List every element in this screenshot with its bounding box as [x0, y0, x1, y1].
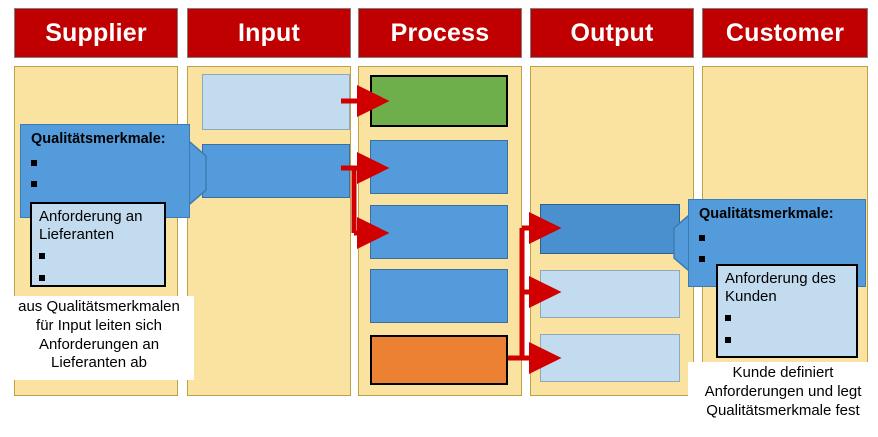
supplier-requirement-text: Anforderung an Lieferanten — [39, 208, 143, 243]
input-box-1[interactable] — [202, 74, 350, 130]
customer-callout-title: Qualitätsmerkmale: — [699, 206, 834, 222]
customer-requirement-box[interactable]: Anforderung des Kunden — [716, 264, 858, 358]
column-header-output-label: Output — [570, 18, 654, 47]
customer-requirement-bullets — [725, 309, 850, 353]
customer-callout-bullets — [699, 229, 857, 271]
supplier-requirement-bullet-1 — [39, 247, 158, 269]
customer-requirement-text: Anforderung des Kunden — [725, 270, 836, 305]
output-box-1[interactable] — [540, 204, 680, 254]
process-box-1[interactable] — [370, 75, 508, 127]
column-header-output[interactable]: Output — [530, 8, 694, 58]
column-header-process-label: Process — [390, 18, 490, 47]
column-header-supplier-label: Supplier — [45, 18, 147, 47]
supplier-callout-bullets — [31, 154, 181, 196]
column-header-customer-label: Customer — [725, 18, 845, 47]
customer-note: Kunde definiert Anforderungen und legt Q… — [688, 362, 878, 432]
supplier-callout-title: Qualitätsmerkmale: — [31, 131, 166, 147]
column-header-supplier[interactable]: Supplier — [14, 8, 178, 58]
column-header-input[interactable]: Input — [187, 8, 351, 58]
supplier-requirement-box[interactable]: Anforderung an Lieferanten — [30, 202, 166, 287]
process-box-2[interactable] — [370, 140, 508, 194]
customer-requirement-bullet-1 — [725, 309, 850, 331]
process-box-4[interactable] — [370, 269, 508, 323]
input-box-2[interactable] — [202, 144, 350, 198]
process-box-3[interactable] — [370, 205, 508, 259]
output-box-2[interactable] — [540, 270, 680, 318]
supplier-requirement-bullet-2 — [39, 269, 158, 291]
supplier-note: aus Qualitätsmerkmalen für Input leiten … — [4, 296, 194, 380]
process-box-5[interactable] — [370, 335, 508, 385]
supplier-callout-bullet-2 — [31, 175, 181, 196]
customer-callout-bullet-2 — [699, 250, 857, 271]
customer-requirement-bullet-2 — [725, 331, 850, 353]
supplier-requirement-bullets — [39, 247, 158, 291]
supplier-callout-bullet-1 — [31, 154, 181, 175]
output-box-3[interactable] — [540, 334, 680, 382]
column-header-process[interactable]: Process — [358, 8, 522, 58]
column-header-input-label: Input — [237, 18, 301, 47]
column-header-customer[interactable]: Customer — [702, 8, 868, 58]
customer-callout-bullet-1 — [699, 229, 857, 250]
